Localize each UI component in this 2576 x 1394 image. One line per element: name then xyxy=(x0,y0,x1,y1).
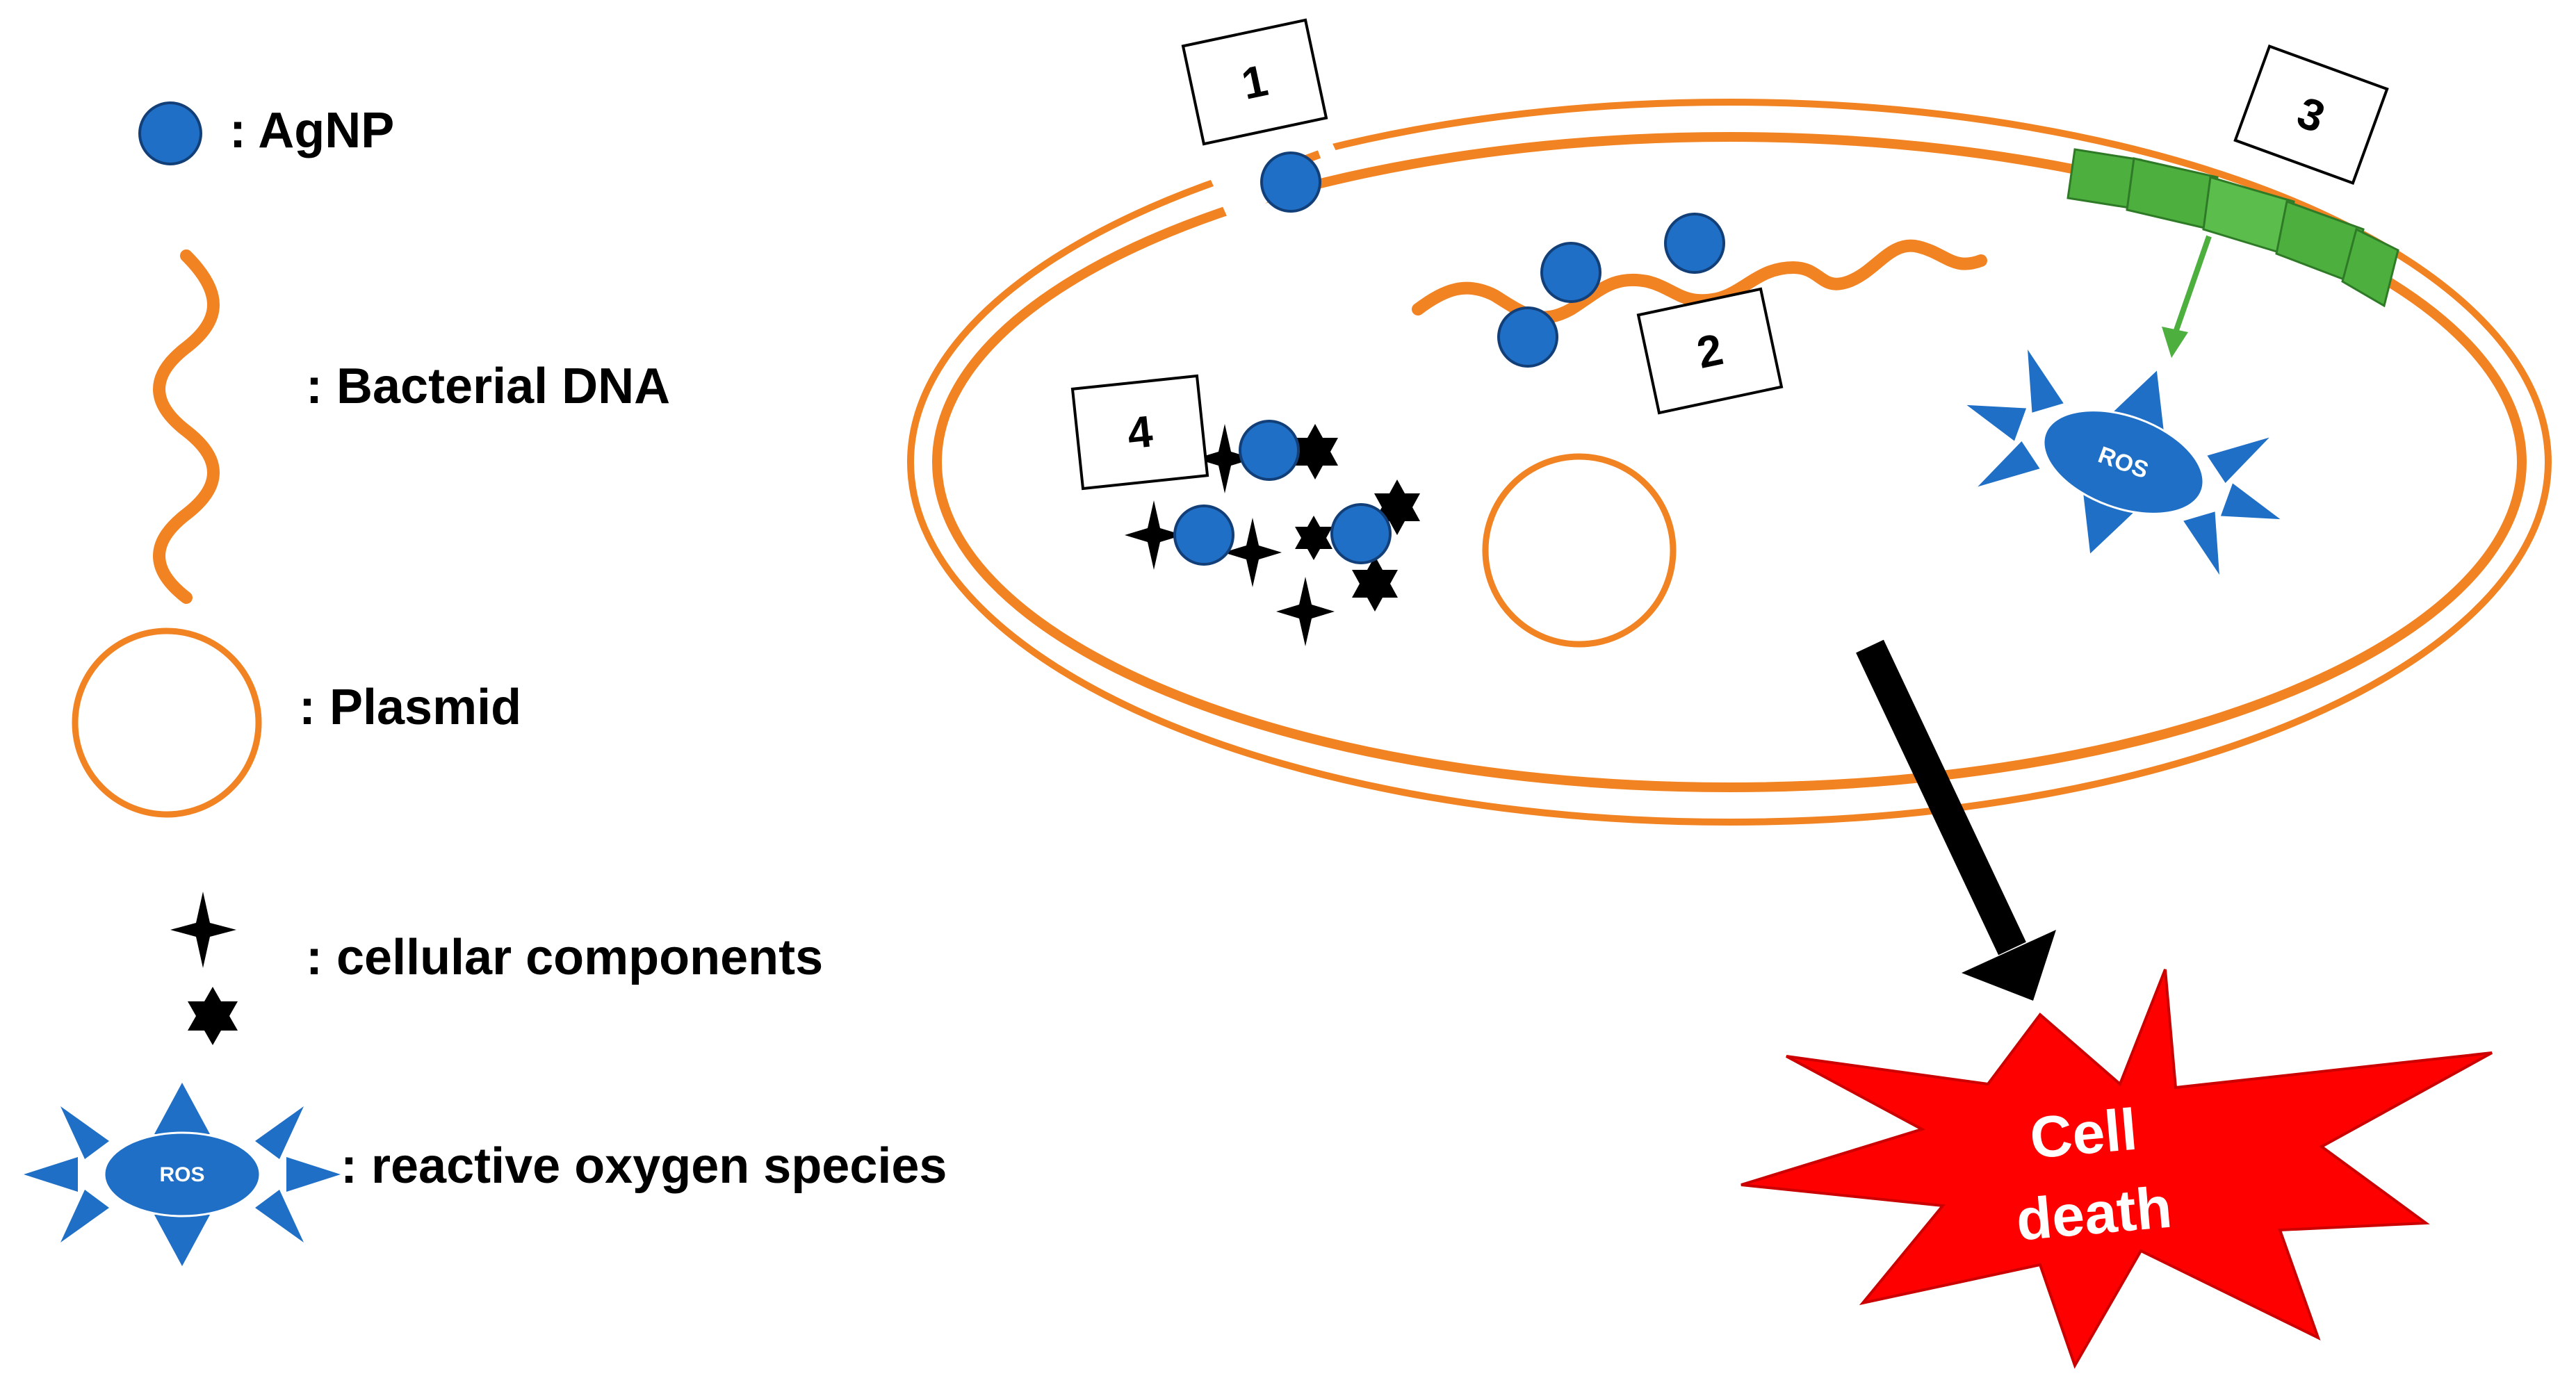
agnp-dna-3 xyxy=(1664,213,1725,274)
legend-ros-icon: ROS xyxy=(24,1083,341,1266)
cell-death-burst: Cell death xyxy=(1741,969,2493,1369)
agnp-membrane xyxy=(1260,151,1321,213)
legend-plasmid-icon xyxy=(72,628,262,818)
legend-plasmid-label: : Plasmid xyxy=(299,680,521,735)
cell-plasmid xyxy=(1482,453,1677,648)
agnp-cluster-1 xyxy=(1239,420,1300,481)
star-3 xyxy=(1295,516,1332,560)
legend-sparkle-icon xyxy=(170,892,236,968)
agnp-dna-1 xyxy=(1497,306,1558,368)
legend-dna-label: : Bacterial DNA xyxy=(306,359,670,414)
label-box-3: 3 xyxy=(2233,44,2389,186)
star-4 xyxy=(1352,556,1398,612)
legend-agnp-label: : AgNP xyxy=(229,103,394,158)
cluster-4 xyxy=(1125,420,1420,646)
label-box-2: 2 xyxy=(1636,287,1784,415)
death-arrow xyxy=(1856,639,2056,1001)
sparkle-1 xyxy=(1196,424,1254,493)
label-box-4: 4 xyxy=(1070,374,1209,491)
star-1 xyxy=(1292,424,1338,479)
legend-components-label: : cellular components xyxy=(306,930,823,985)
agnp-cluster-3 xyxy=(1330,503,1392,564)
outer-membrane xyxy=(907,99,2552,826)
agnp-dna-2 xyxy=(1540,242,1601,303)
legend-star-icon xyxy=(188,987,238,1045)
sparkle-4 xyxy=(1276,577,1335,646)
legend-ros-text: ROS xyxy=(159,1163,204,1186)
sparkle-2 xyxy=(1125,500,1183,570)
cell-death-line1: Cell xyxy=(2028,1097,2140,1171)
inner-membrane xyxy=(932,132,2527,792)
agnp-cluster-2 xyxy=(1173,505,1234,566)
cell-death-line2: death xyxy=(2014,1174,2174,1253)
cell-ros: ROS xyxy=(1966,350,2281,575)
membrane-protein xyxy=(2066,148,2399,308)
protein-arrow-head xyxy=(2162,327,2188,358)
sparkle-3 xyxy=(1223,518,1282,587)
label-4-text: 4 xyxy=(1125,406,1155,458)
legend: : AgNP : Bacterial DNA : Plasmid : cellu… xyxy=(24,101,947,1266)
legend-agnp-icon xyxy=(138,101,202,165)
label-box-1: 1 xyxy=(1181,18,1328,146)
protein-arrow-shaft xyxy=(2173,235,2212,334)
legend-dna-icon xyxy=(153,249,220,604)
legend-ros-label: : reactive oxygen species xyxy=(341,1138,947,1194)
